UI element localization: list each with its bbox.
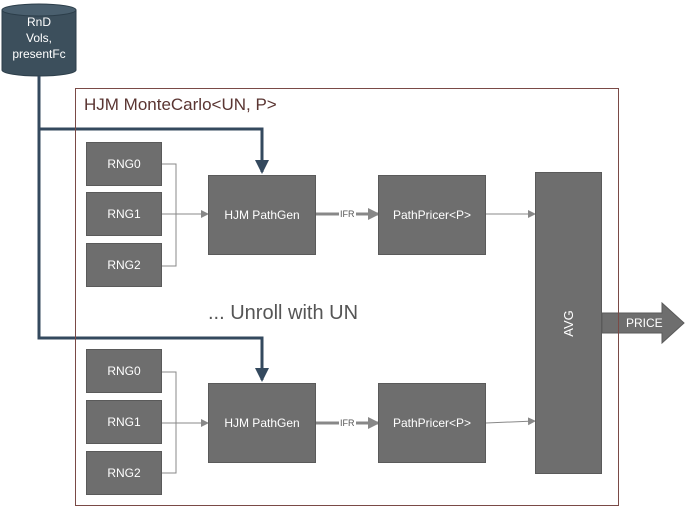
ifr-label-bottom: IFR: [339, 418, 356, 428]
pathgen-bottom-node: HJM PathGen: [208, 383, 316, 463]
database-icon: [1, 3, 77, 77]
database-label-line1: RnD: [26, 15, 51, 29]
rng0-bottom-node: RNG0: [86, 349, 162, 393]
database-label-line3: presentFc: [12, 47, 66, 61]
pricer-bottom-node: PathPricer<P>: [378, 383, 486, 463]
frame-title: HJM MonteCarlo<UN, P>: [84, 95, 277, 114]
montecarlo-frame: [75, 88, 619, 506]
input-arrow-bottom: [37, 76, 269, 382]
database-label: RnD Vols, presentFc: [2, 14, 76, 62]
price-label: PRICE: [626, 316, 663, 330]
rng2-top-node: RNG2: [86, 243, 162, 287]
unroll-text: ... Unroll with UN: [208, 302, 359, 324]
pricer-avg-edge-bottom: [485, 417, 536, 426]
rng2-bottom-node: RNG2: [86, 451, 162, 495]
rng-connectors-bottom: [162, 371, 209, 474]
database-label-line2: Vols,: [25, 31, 52, 45]
ifr-label-top: IFR: [339, 209, 356, 219]
pricer-top-node: PathPricer<P>: [378, 175, 486, 255]
rng0-top-node: RNG0: [86, 142, 162, 186]
rng1-top-node: RNG1: [86, 192, 162, 236]
rng1-bottom-node: RNG1: [86, 400, 162, 444]
avg-node: AVG: [535, 172, 602, 474]
price-output-arrow: [601, 301, 685, 345]
avg-label: AVG: [561, 309, 576, 337]
pathgen-top-node: HJM PathGen: [208, 175, 316, 255]
rng-connectors-top: [162, 163, 209, 267]
